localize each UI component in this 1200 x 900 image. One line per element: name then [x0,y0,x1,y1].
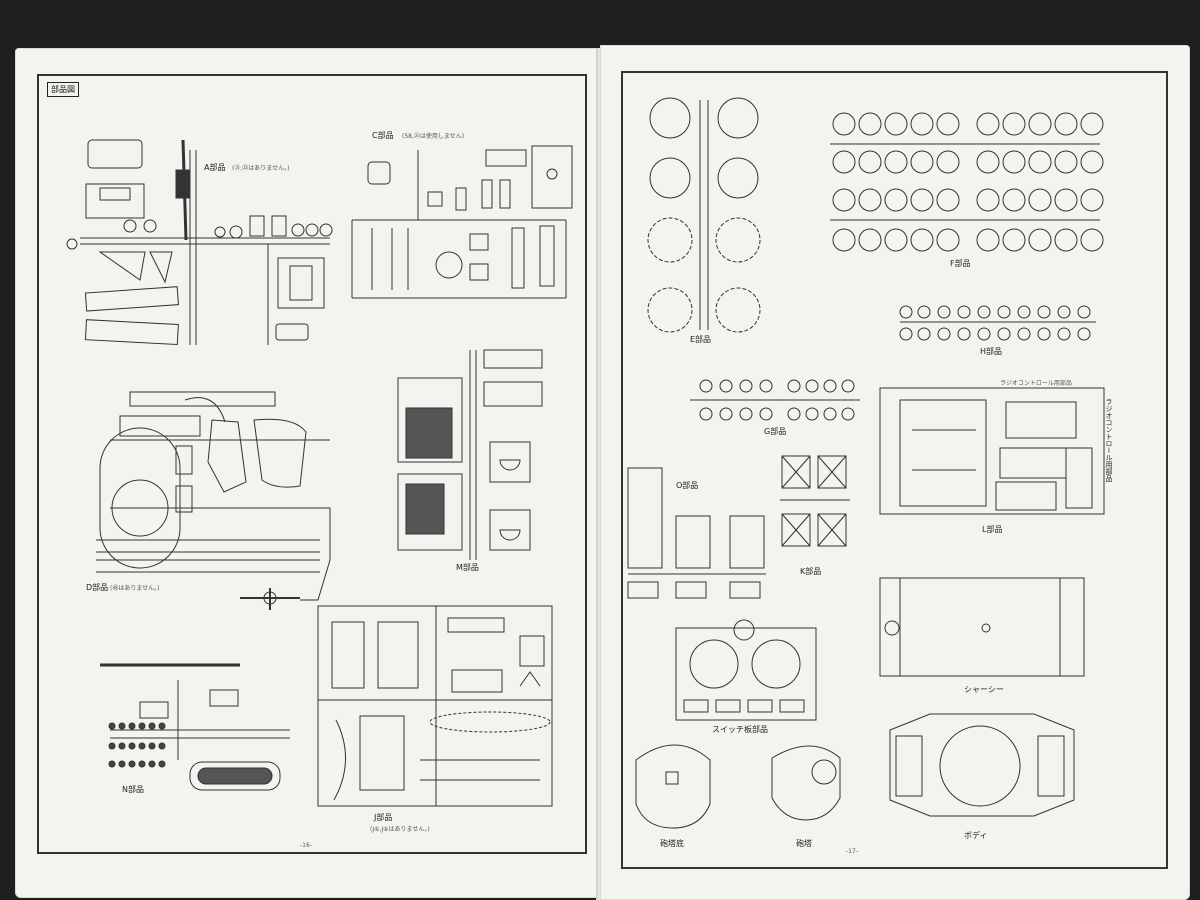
body-label: ボディ [964,831,988,840]
h-parts-label: H部品 [980,347,1003,356]
j-parts-note: (J⑥,J⑧はありません。) [370,826,430,833]
j-parts-label: J部品 [374,813,393,822]
right-page-frame [621,71,1168,869]
a-parts-label: A部品 [204,163,226,172]
l-parts-sprue [879,387,1105,515]
rc-parts-vertical-label: ラジオコントロール用部品 [1105,398,1113,482]
chassis-label: シャーシー [964,685,1004,694]
o-parts-sprue [627,467,766,599]
j-parts-sprue [317,605,553,807]
d-parts-note: (㊽はありません。) [110,585,160,592]
m-parts-sprue [397,349,543,560]
c-parts-label: C部品 [372,131,394,140]
rc-parts-label: ラジオコントロール用部品 [1000,380,1072,387]
turret-base-part [635,744,711,829]
switch-plate-sprue [675,619,817,721]
left-page-frame [37,74,587,854]
turret-base-label: 砲塔底 [660,839,684,848]
o-parts-label: O部品 [676,481,699,490]
c-parts-sprue [351,145,573,299]
a-parts-note: (㉑,㉒はありません。) [232,165,290,172]
left-page-number: -16- [300,842,312,849]
turret-label: 砲塔 [796,839,812,848]
page-title: 部品図 [47,82,79,97]
e-parts-sprue [647,97,761,333]
k-parts-sprue [780,455,850,547]
k-parts-label: K部品 [800,567,822,576]
h-parts-sprue [899,305,1096,341]
right-page-number: -17- [846,848,858,855]
g-parts-label: G部品 [764,427,787,436]
e-parts-label: E部品 [690,335,712,344]
d-parts-sprue [96,391,331,610]
a-parts-sprue [66,139,333,346]
chassis-part [879,577,1085,677]
switch-plate-label: スイッチ板部品 [712,725,768,734]
d-parts-label: D部品 [86,583,109,592]
body-part [889,713,1075,817]
n-parts-sprue [100,663,290,791]
f-parts-label: F部品 [950,259,971,268]
n-parts-label: N部品 [122,785,144,794]
c-parts-note: (58,㉑は使用しません) [402,133,465,140]
l-parts-label: L部品 [982,525,1003,534]
turret-part [771,745,841,821]
m-parts-label: M部品 [456,563,479,572]
g-parts-sprue [690,379,860,421]
left-page [15,48,600,898]
f-parts-sprue [830,112,1104,252]
